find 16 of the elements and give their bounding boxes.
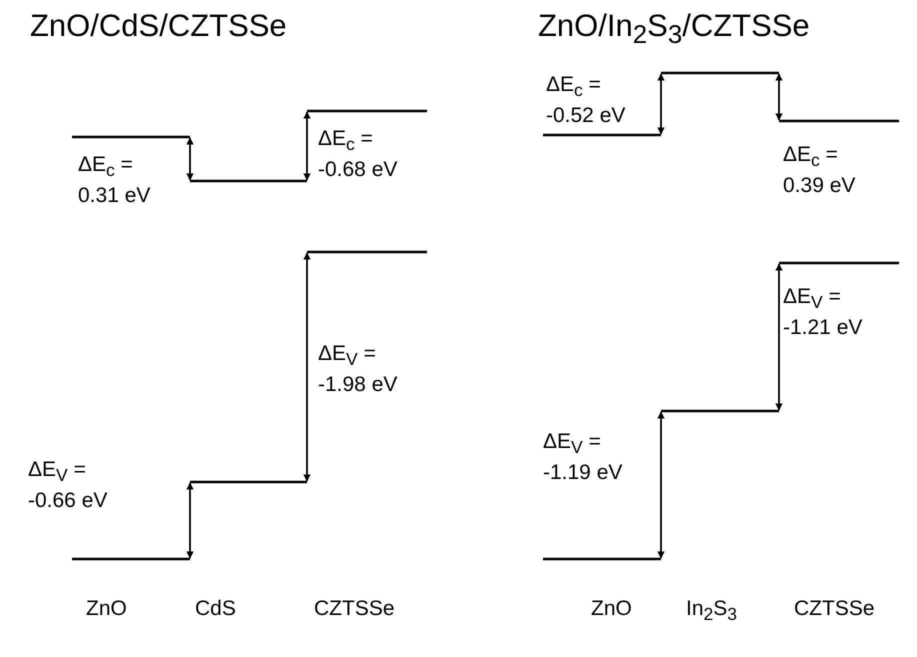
material-label: CZTSSe — [794, 596, 875, 622]
band-offset-label: ΔE$_{V}$ = -1.19 eV — [543, 429, 624, 486]
panel-title: ZnO/CdS/CZTSSe — [30, 8, 287, 44]
band-offset-label: ΔE$_{c}$ = -0.52 eV — [546, 72, 626, 128]
band-offset-label: ΔE$_{c}$ = -0.68 eV — [318, 126, 398, 182]
band-offset-label: ΔE$_{V}$ = -1.21 eV — [783, 284, 864, 340]
band-offset-label: ΔE$_{V}$ = -1.98 eV — [318, 341, 398, 398]
panel-title: ZnO/In$_{2}$S$_{3}$/CZTSSe — [538, 8, 810, 52]
material-label: ZnO — [86, 596, 127, 622]
band-offset-label: ΔE$_{V}$ = -0.66 eV — [28, 457, 108, 514]
material-label: In$_{2}$S$_{3}$ — [686, 596, 737, 626]
band-offset-label: ΔE$_{c}$ = 0.31 eV — [78, 152, 152, 208]
band-offset-label: ΔE$_{c}$ = 0.39 eV — [783, 142, 856, 198]
material-label: ZnO — [591, 596, 632, 622]
material-label: CZTSSe — [314, 596, 395, 622]
material-label: CdS — [195, 596, 236, 622]
